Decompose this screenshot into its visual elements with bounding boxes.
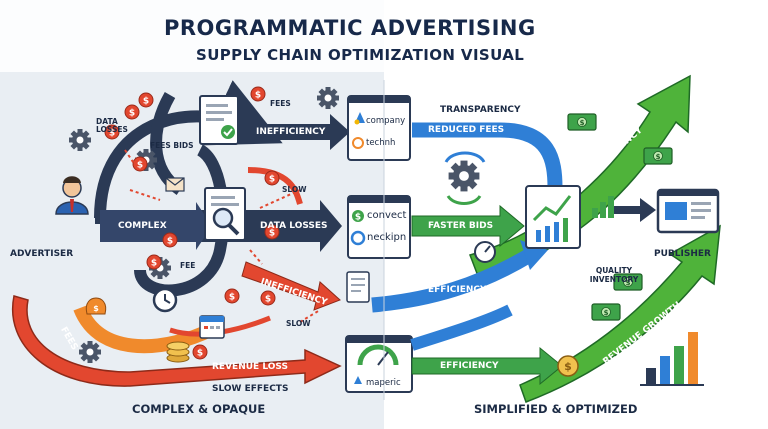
fees-top-label: FEES xyxy=(270,99,291,108)
gear-icon xyxy=(79,341,101,363)
vendor-box-middle xyxy=(347,195,411,259)
coin-stack-icon xyxy=(166,341,190,363)
slow-top-label: SLOW xyxy=(282,185,307,194)
envelope-icon xyxy=(165,177,185,192)
transparency-label: TRANSPARENCY xyxy=(440,105,521,115)
efficiency-blue-arrow xyxy=(371,248,534,313)
bar-chart-revenue-icon xyxy=(640,332,704,386)
dollar-coin-icon xyxy=(132,156,148,172)
vendor-name-company: company xyxy=(366,116,406,126)
vendor-box-top xyxy=(347,95,411,161)
vendor-name-neckipn: neckipn xyxy=(367,232,407,243)
bar-chart-icon xyxy=(525,185,581,249)
data-losses-label: DATA LOSSES xyxy=(260,221,328,231)
gear-icon xyxy=(69,129,91,151)
vendor-name-technh: technh xyxy=(366,138,396,148)
data-losses-small-label: DATA LOSSES xyxy=(96,117,128,134)
svg-text:$: $ xyxy=(564,360,572,373)
dollar-coin-icon xyxy=(224,288,240,304)
fee-label: FEE xyxy=(180,261,196,270)
efficiency-mid-label: EFFICIENCY xyxy=(428,285,487,295)
vendor-logo-maperic xyxy=(354,376,362,384)
fees-orange-arrow xyxy=(73,305,214,354)
dollar-coin-icon: $ xyxy=(557,355,579,377)
quality-inventory-label: QUALITY INVENTORY xyxy=(589,266,639,284)
reduced-fees-label: REDUCED FEES xyxy=(428,125,505,135)
magnifier-document-icon xyxy=(204,187,246,241)
user-icon xyxy=(55,176,89,215)
dollar-coin-icon xyxy=(162,232,178,248)
svg-text:$: $ xyxy=(355,213,361,223)
monitor-icon xyxy=(656,188,720,234)
vendor-logo-neckipn xyxy=(350,230,366,246)
faster-bids-green-arrow xyxy=(411,204,525,248)
gauge-icon xyxy=(474,241,496,263)
gear-icon xyxy=(317,87,339,109)
revenue-loss-label: REVENUE LOSS xyxy=(212,362,288,372)
reduced-fees-blue-arrow xyxy=(412,122,563,189)
money-bill-icon xyxy=(567,113,597,131)
vendor-name-convect: convect xyxy=(367,210,407,221)
money-bill-icon xyxy=(591,303,621,321)
vendor-logo-convect: $ xyxy=(352,210,364,223)
document-small-icon xyxy=(346,271,370,303)
clock-icon xyxy=(152,287,178,313)
money-bill-icon xyxy=(643,147,673,165)
bar-chart-small-icon xyxy=(592,196,614,218)
vendor-name-maperic: maperic xyxy=(366,378,401,388)
document-icon xyxy=(199,95,239,145)
vendor-box-bottom xyxy=(345,335,413,393)
page-subtitle: SUPPLY CHAIN OPTIMIZATION VISUAL xyxy=(196,46,525,64)
dollar-coin-icon xyxy=(264,170,280,186)
slow-effects-label: SLOW EFFECTS xyxy=(212,384,289,394)
dollar-coin-icon xyxy=(260,290,276,306)
revenue-loss-arrow xyxy=(11,295,342,387)
efficiency-green-arrow-bottom xyxy=(411,346,563,386)
publisher-label: PUBLISHER xyxy=(654,249,711,259)
inefficiency-top-label: INEFFICIENCY xyxy=(256,127,326,137)
dollar-coin-icon xyxy=(250,86,266,102)
dollar-coin-icon xyxy=(138,92,154,108)
complex-label: COMPLEX xyxy=(118,221,167,231)
calendar-icon xyxy=(199,315,225,339)
money-bag-icon: $ xyxy=(85,297,107,315)
vendor-logo-company xyxy=(354,112,365,125)
gear-icon xyxy=(448,160,480,192)
dollar-coin-icon xyxy=(146,254,162,270)
right-panel-caption: SIMPLIFIED & OPTIMIZED xyxy=(474,402,638,416)
advertiser-label: ADVERTISER xyxy=(10,249,74,259)
page-title: PROGRAMMATIC ADVERTISING xyxy=(164,16,536,40)
vendor-logo-technh xyxy=(352,137,364,149)
dollar-coin-icon xyxy=(124,104,140,120)
efficiency-bottom-label: EFFICIENCY xyxy=(440,361,499,371)
dollar-coin-icon xyxy=(192,344,208,360)
fees-bids-label: FEES BIDS xyxy=(150,141,194,150)
slow-bottom-label: SLOW xyxy=(286,319,311,328)
left-panel-caption: COMPLEX & OPAQUE xyxy=(132,402,266,416)
svg-text:$: $ xyxy=(93,304,99,313)
faster-bids-label: FASTER BIDS xyxy=(428,221,494,231)
